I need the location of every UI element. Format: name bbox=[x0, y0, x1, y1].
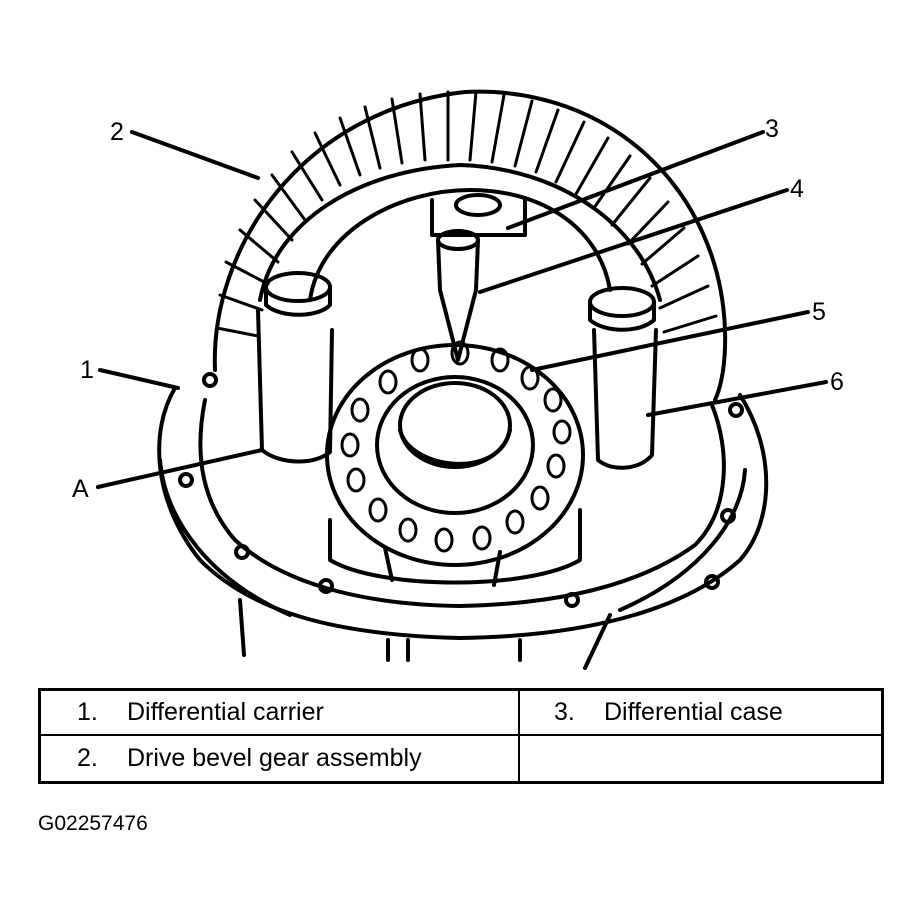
figure-id: G02257476 bbox=[38, 812, 148, 835]
hub-skirt bbox=[328, 508, 582, 585]
hub-skirt-edge bbox=[383, 546, 502, 587]
ring-gear-inner bbox=[258, 163, 662, 302]
flange-hole bbox=[564, 592, 580, 608]
ring-gear-teeth bbox=[215, 90, 718, 338]
pin-body bbox=[436, 238, 480, 362]
legend-cell-empty bbox=[520, 736, 881, 781]
leader-2 bbox=[130, 130, 260, 180]
flange-hole bbox=[720, 508, 736, 524]
hub-bore bbox=[398, 381, 512, 469]
legend-number: 3. bbox=[554, 698, 575, 726]
legend-number: 2. bbox=[77, 744, 98, 772]
right-pillar bbox=[592, 328, 658, 470]
ring-gear-outer bbox=[212, 89, 728, 402]
leader-A bbox=[96, 448, 264, 489]
housing-stub-mid bbox=[386, 638, 522, 662]
diff-case-top-block bbox=[430, 198, 527, 237]
right-bolt-head bbox=[588, 286, 656, 318]
legend-cell: 3. Differential case bbox=[520, 691, 881, 736]
callout-A: A bbox=[72, 475, 89, 503]
leader-1 bbox=[98, 368, 180, 390]
carrier-flange-lip bbox=[158, 458, 747, 617]
callout-1: 1 bbox=[80, 356, 94, 384]
leader-4 bbox=[478, 188, 789, 294]
legend-table: 1. Differential carrier 3. Differential … bbox=[38, 688, 884, 784]
flange-hole bbox=[178, 472, 194, 488]
left-pillar bbox=[256, 308, 334, 464]
callout-4: 4 bbox=[790, 175, 804, 203]
diff-case-top-boss bbox=[454, 193, 502, 217]
hub-inner bbox=[375, 375, 535, 515]
right-bolt-side bbox=[588, 300, 656, 332]
diff-case-body bbox=[308, 188, 612, 302]
flange-hole bbox=[202, 372, 218, 388]
legend-label: Differential case bbox=[604, 698, 783, 726]
left-bolt-side bbox=[264, 285, 332, 317]
callout-2: 2 bbox=[110, 118, 124, 146]
carrier-flange bbox=[157, 386, 769, 640]
legend-cell: 1. Differential carrier bbox=[41, 691, 520, 736]
flange-hole bbox=[234, 544, 250, 560]
left-bolt-head bbox=[264, 271, 332, 303]
legend-label: Differential carrier bbox=[127, 698, 324, 726]
legend-number: 1. bbox=[77, 698, 98, 726]
hub-bore-shadow bbox=[398, 428, 512, 466]
flange-hole bbox=[728, 402, 744, 418]
housing-stub-left bbox=[238, 598, 246, 657]
callout-3: 3 bbox=[765, 115, 779, 143]
legend-label: Drive bevel gear assembly bbox=[127, 744, 422, 772]
leader-6 bbox=[646, 380, 828, 417]
legend-cell: 2. Drive bevel gear assembly bbox=[41, 736, 520, 781]
hub-bolt-holes bbox=[340, 340, 572, 553]
callout-6: 6 bbox=[830, 368, 844, 396]
flange-hole bbox=[318, 578, 334, 594]
leader-3 bbox=[506, 130, 765, 230]
callout-5: 5 bbox=[812, 298, 826, 326]
carrier-flange-inner bbox=[198, 398, 726, 608]
differential-illustration: 1 2 3 4 5 6 A bbox=[72, 89, 844, 670]
flange-hole bbox=[704, 574, 720, 590]
leader-5 bbox=[530, 310, 810, 372]
